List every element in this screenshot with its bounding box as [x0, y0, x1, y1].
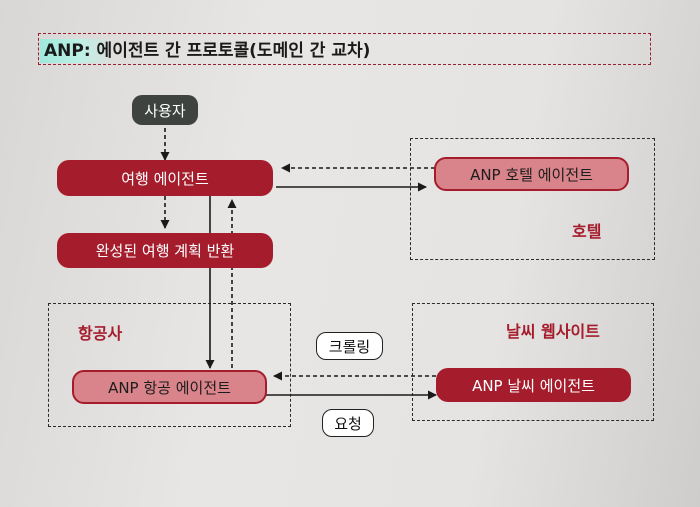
weather-region — [412, 303, 654, 421]
weather-agent-node: ANP 날씨 에이전트 — [436, 368, 631, 402]
user-node: 사용자 — [132, 95, 198, 125]
airline-region — [48, 303, 291, 427]
crawling-tag: 크롤링 — [316, 332, 383, 360]
completed-plan-node: 완성된 여행 계획 반환 — [57, 233, 273, 268]
airline-region-label: 항공사 — [78, 324, 123, 343]
diagram-title: ANP: 에이전트 간 프로토콜(도메인 간 교차) — [40, 39, 375, 63]
hotel-region — [410, 138, 655, 260]
airline-agent-node: ANP 항공 에이전트 — [72, 370, 267, 404]
weather-region-label: 날씨 웹사이트 — [506, 322, 600, 341]
hotel-region-label: 호텔 — [572, 222, 602, 241]
hotel-agent-node: ANP 호텔 에이전트 — [434, 157, 629, 191]
travel-agent-node: 여행 에이전트 — [57, 160, 273, 196]
title-box — [38, 33, 651, 65]
request-tag: 요청 — [322, 409, 374, 437]
